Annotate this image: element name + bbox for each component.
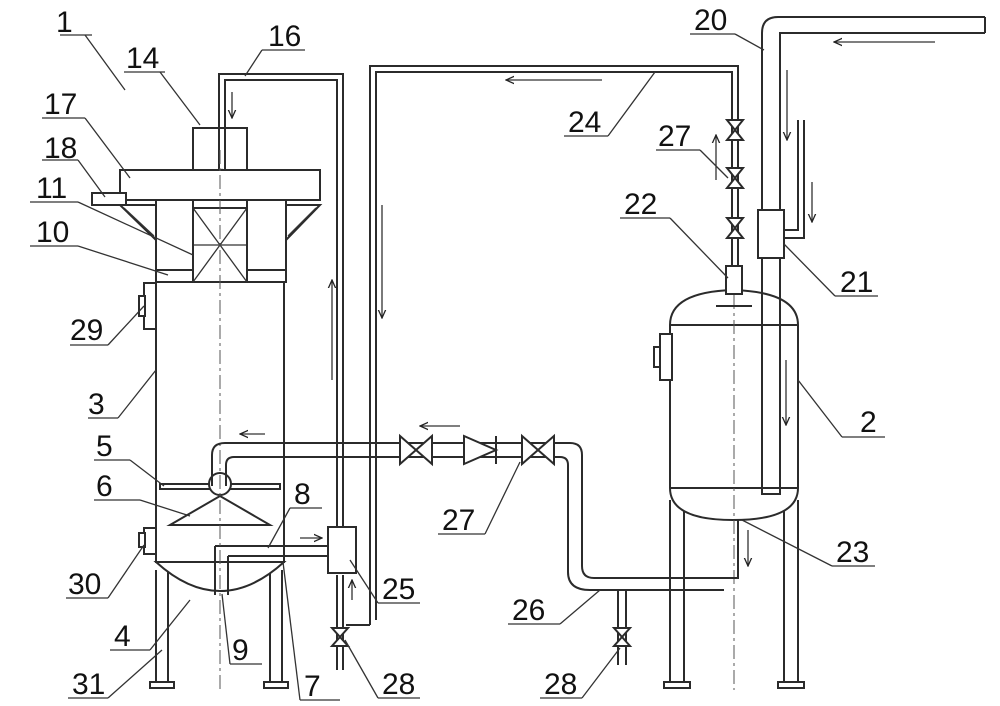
left-vessel-legs	[149, 570, 289, 689]
label-2: 2	[860, 406, 877, 439]
pipe-24-drain	[329, 575, 370, 670]
label-21: 21	[840, 266, 873, 299]
label-27-upper: 27	[658, 120, 691, 153]
label-26: 26	[512, 594, 545, 627]
label-6: 6	[96, 470, 113, 503]
label-18: 18	[44, 132, 77, 165]
pipe-20	[757, 16, 986, 495]
device-21	[757, 209, 785, 259]
label-1: 1	[56, 6, 73, 39]
label-28-left: 28	[382, 668, 415, 701]
label-24: 24	[568, 106, 601, 139]
device-25	[327, 526, 357, 574]
pipe-26	[211, 426, 748, 665]
label-28-right: 28	[544, 668, 577, 701]
label-11: 11	[36, 172, 67, 205]
pipe-24	[369, 65, 746, 625]
label-14: 14	[126, 42, 159, 75]
right-vessel	[653, 265, 805, 690]
label-31: 31	[72, 668, 105, 701]
label-10: 10	[36, 216, 69, 249]
leader-lines	[30, 33, 885, 701]
label-8: 8	[294, 478, 311, 511]
labels: 1 14 16 17 18 11 10 29 3 5 6 30 4 31 9 7…	[36, 4, 877, 703]
label-7: 7	[304, 670, 321, 703]
label-4: 4	[114, 620, 131, 653]
label-3: 3	[88, 388, 105, 421]
label-16: 16	[268, 20, 301, 53]
label-22: 22	[624, 188, 657, 221]
label-5: 5	[96, 430, 113, 463]
label-17: 17	[44, 88, 77, 121]
label-23: 23	[836, 536, 869, 569]
pipe-16	[218, 73, 344, 540]
label-9: 9	[232, 634, 249, 667]
label-30: 30	[68, 568, 101, 601]
label-25: 25	[382, 573, 415, 606]
left-vessel	[91, 100, 330, 690]
label-29: 29	[70, 314, 103, 347]
label-27-lower: 27	[442, 504, 475, 537]
right-manhole	[659, 333, 673, 381]
label-20: 20	[694, 4, 727, 37]
